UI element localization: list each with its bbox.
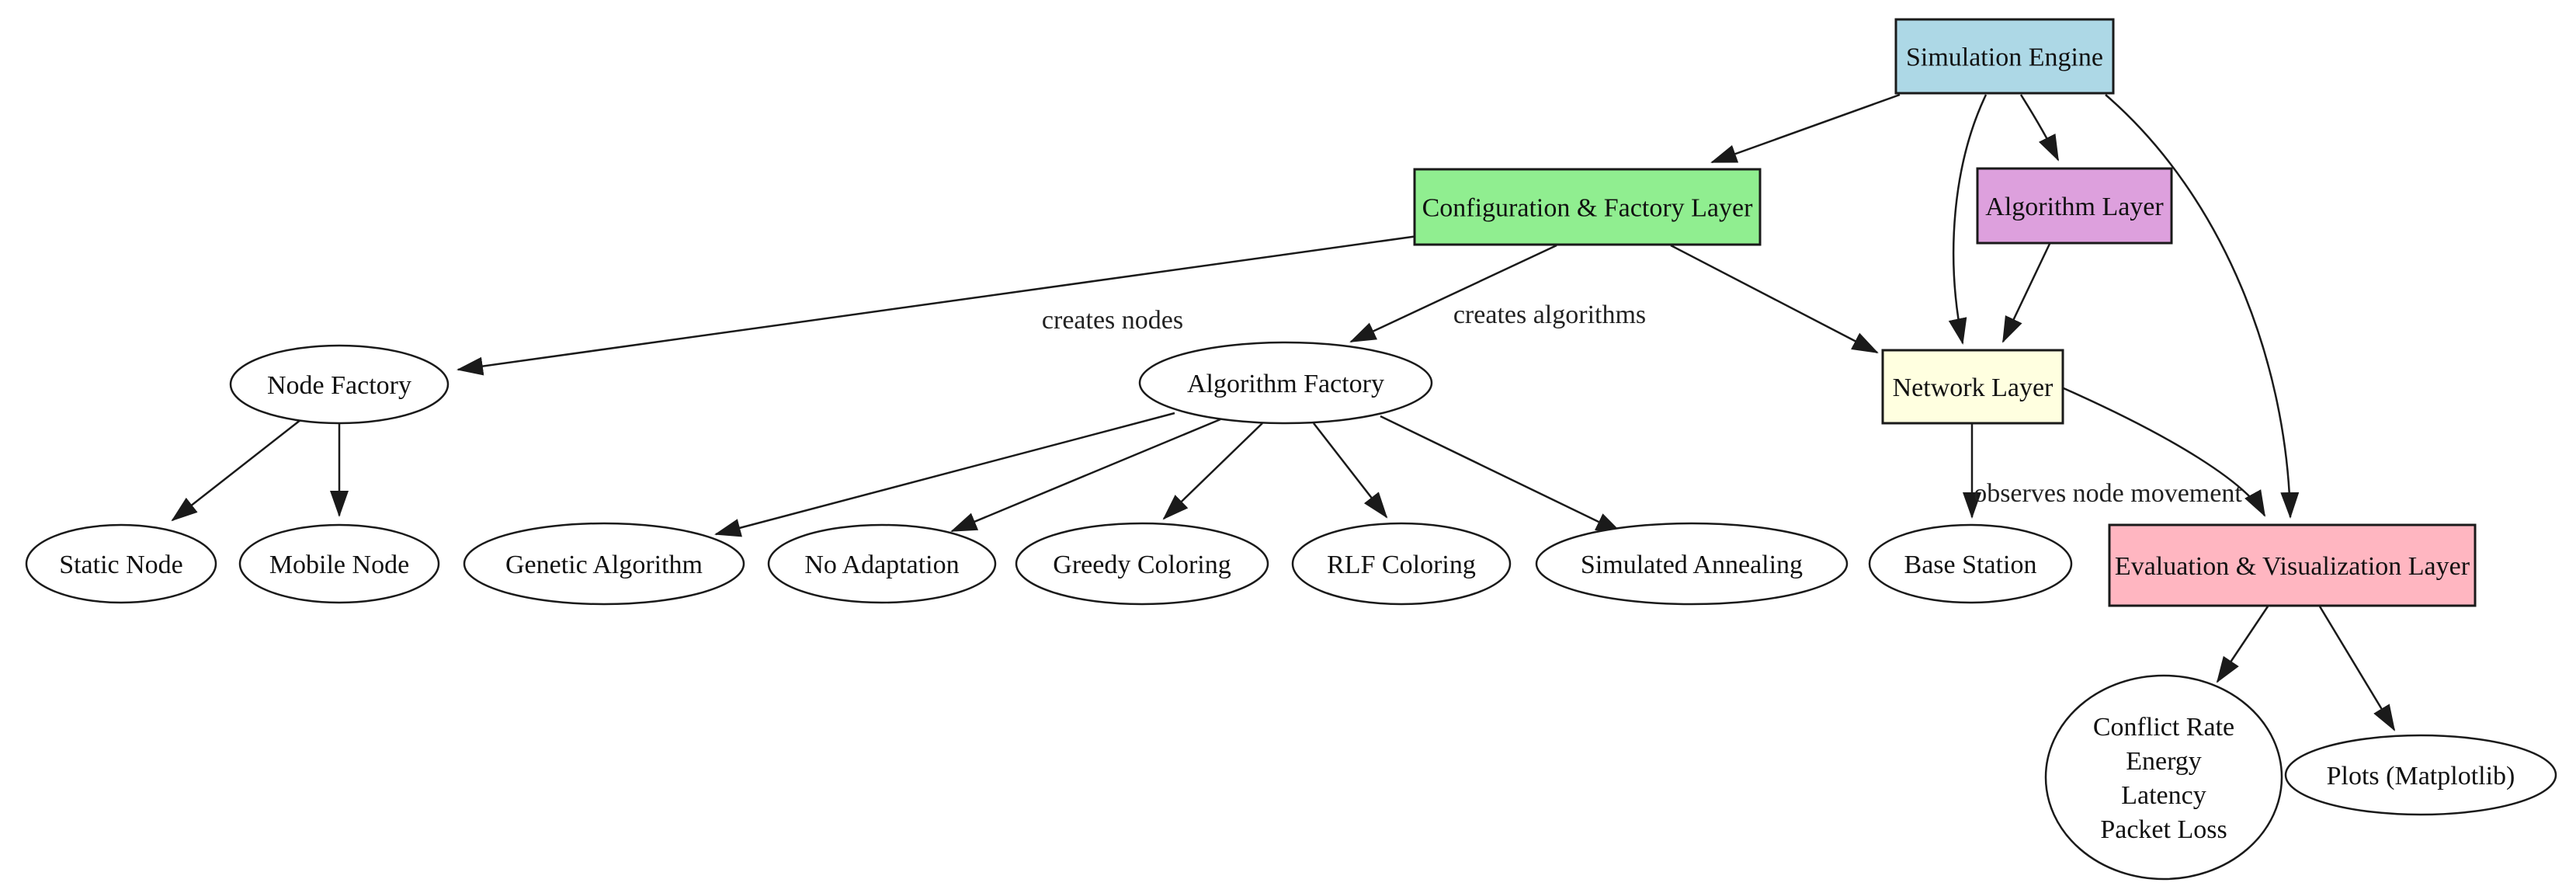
node-genetic-algorithm: Genetic Algorithm [463, 522, 745, 606]
config-factory-layer-box [1413, 168, 1762, 246]
algorithm-factory-ellipse [1138, 341, 1433, 425]
node-node-factory: Node Factory [229, 344, 450, 425]
label-creates-nodes: creates nodes [1042, 306, 1183, 335]
edge-evaluation-visualization-layer-to-metrics [2216, 606, 2269, 683]
edge-algorithm-layer-to-network-layer [2001, 243, 2051, 343]
edge-evaluation-visualization-layer-to-plots-matplotlib [2318, 606, 2396, 731]
network-layer-label: Network Layer [1893, 374, 2054, 402]
node-network-layer: Network Layer [1881, 349, 2064, 425]
edge-algorithm-factory-to-greedy-coloring [1162, 422, 1263, 520]
base-station-ellipse [1868, 523, 2073, 604]
label-creates-algorithms: creates algorithms [1453, 301, 1646, 329]
base-station-label: Base Station [1904, 551, 2037, 579]
edge-node-factory-to-static-node [171, 416, 305, 522]
node-simulation-engine: Simulation Engine [1894, 18, 2115, 95]
node-config-factory-layer: Configuration & Factory Layer [1413, 168, 1762, 246]
node-plots-matplotlib: Plots (Matplotlib) [2284, 734, 2557, 816]
genetic-algorithm-label: Genetic Algorithm [505, 551, 703, 579]
node-algorithm-layer: Algorithm Layer [1976, 167, 2173, 245]
algorithm-factory-label: Algorithm Factory [1187, 370, 1384, 398]
greedy-coloring-ellipse [1015, 522, 1269, 606]
edge-simulation-engine-to-network-layer [1948, 94, 1988, 345]
static-node-label: Static Node [59, 551, 183, 579]
rlf-coloring-ellipse [1291, 522, 1512, 606]
genetic-algorithm-ellipse [463, 522, 745, 606]
edge-labels-layer: creates nodes creates algorithms observes … [1042, 301, 2242, 508]
edge-algorithm-factory-to-rlf-coloring [1313, 422, 1388, 519]
evaluation-visualization-layer-box [2108, 523, 2477, 607]
node-rlf-coloring: RLF Coloring [1291, 522, 1512, 606]
mobile-node-ellipse [238, 523, 440, 604]
edges-layer [171, 93, 2396, 731]
node-static-node: Static Node [25, 523, 217, 604]
no-adaptation-label: No Adaptation [804, 551, 959, 579]
edge-simulation-engine-to-config-factory-layer [1710, 93, 1901, 164]
edge-algorithm-factory-to-simulated-annealing [1380, 415, 1623, 534]
plots-matplotlib-ellipse [2284, 734, 2557, 816]
greedy-coloring-label: Greedy Coloring [1053, 551, 1231, 579]
edge-config-factory-layer-to-algorithm-factory [1349, 244, 1557, 343]
node-evaluation-visualization-layer: Evaluation & Visualization Layer [2108, 523, 2477, 607]
edge-algorithm-factory-to-genetic-algorithm [714, 412, 1175, 537]
config-factory-layer-label: Configuration & Factory Layer [1422, 194, 1754, 223]
node-simulated-annealing: Simulated Annealing [1535, 522, 1849, 606]
no-adaptation-ellipse [767, 523, 997, 604]
node-mobile-node: Mobile Node [238, 523, 440, 604]
evaluation-visualization-layer-label: Evaluation & Visualization Layer [2115, 552, 2470, 581]
algorithm-layer-box [1976, 167, 2173, 245]
edge-simulation-engine-to-evaluation-visualization-layer [2105, 94, 2300, 519]
node-algorithm-factory: Algorithm Factory [1138, 341, 1433, 425]
network-layer-box [1881, 349, 2064, 425]
algorithm-layer-label: Algorithm Layer [1985, 193, 2164, 221]
simulated-annealing-label: Simulated Annealing [1581, 551, 1803, 579]
edge-algorithm-factory-to-no-adaptation [950, 418, 1221, 533]
node-base-station: Base Station [1868, 523, 2073, 604]
rlf-coloring-label: RLF Coloring [1327, 551, 1476, 579]
node-factory-ellipse [229, 344, 450, 425]
node-factory-label: Node Factory [267, 371, 411, 400]
edge-simulation-engine-to-algorithm-layer [2019, 94, 2060, 162]
static-node-ellipse [25, 523, 217, 604]
simulation-engine-label: Simulation Engine [1906, 43, 2103, 72]
metrics-ellipse [2044, 674, 2283, 881]
simulation-engine-box [1894, 18, 2115, 95]
label-observes-node-movement: observes node movement [1974, 479, 2242, 508]
edge-network-layer-to-evaluation-visualization-layer [2063, 387, 2266, 517]
edge-config-factory-layer-to-network-layer [1670, 244, 1879, 354]
mobile-node-label: Mobile Node [269, 551, 409, 579]
node-no-adaptation: No Adaptation [767, 523, 997, 604]
edge-config-factory-layer-to-node-factory [457, 235, 1418, 376]
node-greedy-coloring: Greedy Coloring [1015, 522, 1269, 606]
plots-matplotlib-label: Plots (Matplotlib) [2327, 762, 2515, 790]
simulated-annealing-ellipse [1535, 522, 1849, 606]
